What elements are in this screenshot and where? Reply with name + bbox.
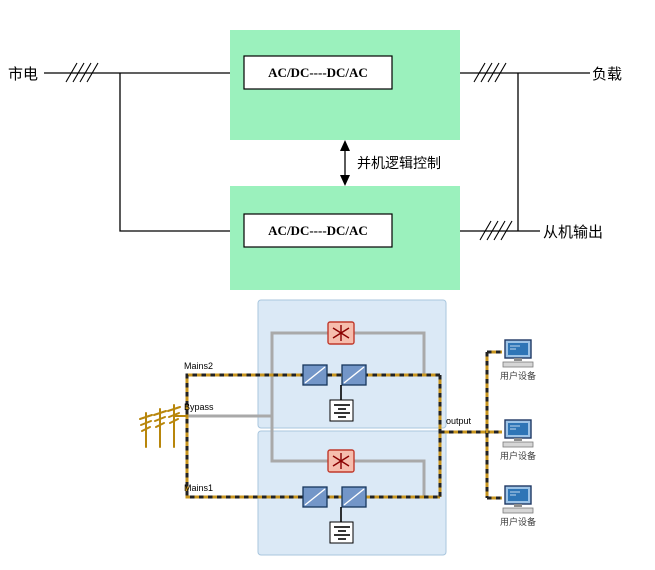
static-switch-module-2-icon bbox=[327, 449, 355, 473]
inverter-module-1-icon bbox=[341, 364, 367, 386]
rectifier-module-1-icon bbox=[302, 364, 328, 386]
ups-unit-2-label: AC/DC----DC/AC bbox=[268, 223, 368, 238]
user-device-label: 用户设备 bbox=[500, 450, 536, 461]
multi-conductor-hash-top-right-icon bbox=[473, 62, 507, 83]
parallel-control-arrow-icon bbox=[340, 140, 350, 186]
mains1-label: Mains1 bbox=[184, 483, 213, 493]
user-device-1: 用户设备 bbox=[500, 339, 536, 381]
mains2-label: Mains2 bbox=[184, 361, 213, 371]
user-device-2: 用户设备 bbox=[500, 419, 536, 461]
load-label: 负载 bbox=[592, 66, 622, 83]
distribution-trunk-line bbox=[485, 350, 502, 500]
battery-module-1-icon bbox=[329, 385, 354, 422]
inverter-module-2-icon bbox=[341, 486, 367, 508]
ups-unit-2-converter-box bbox=[243, 213, 393, 248]
utility-towers-icon bbox=[139, 404, 188, 448]
static-switch-module-1-icon bbox=[327, 321, 355, 345]
slave-output-label: 从机输出 bbox=[543, 224, 603, 241]
output-label: output bbox=[446, 416, 472, 426]
ups-unit-1-label: AC/DC----DC/AC bbox=[268, 65, 368, 80]
slave-input-wire bbox=[119, 73, 230, 232]
parallel-control-label: 并机逻辑控制 bbox=[357, 156, 441, 172]
bypass-label: Bypass bbox=[184, 402, 214, 412]
multi-conductor-hash-left-icon bbox=[65, 62, 99, 83]
parallel-ups-block-diagram: 市电 AC/DC----DC/AC 负载 并机逻辑控制 AC/DC----D bbox=[8, 30, 622, 290]
computer-icon bbox=[502, 485, 534, 514]
user-device-label: 用户设备 bbox=[500, 370, 536, 381]
user-device-3: 用户设备 bbox=[500, 485, 536, 527]
mains-label: 市电 bbox=[8, 66, 38, 83]
battery-module-2-icon bbox=[329, 507, 354, 544]
user-device-label: 用户设备 bbox=[500, 516, 536, 527]
multi-conductor-hash-bottom-right-icon bbox=[479, 220, 513, 241]
ups-detail-schematic: Mains2 Bypass Mains1 output 用户设备 bbox=[139, 299, 536, 556]
computer-icon bbox=[502, 339, 534, 368]
computer-icon bbox=[502, 419, 534, 448]
rectifier-module-2-icon bbox=[302, 486, 328, 508]
ups-unit-1-converter-box bbox=[243, 55, 393, 90]
